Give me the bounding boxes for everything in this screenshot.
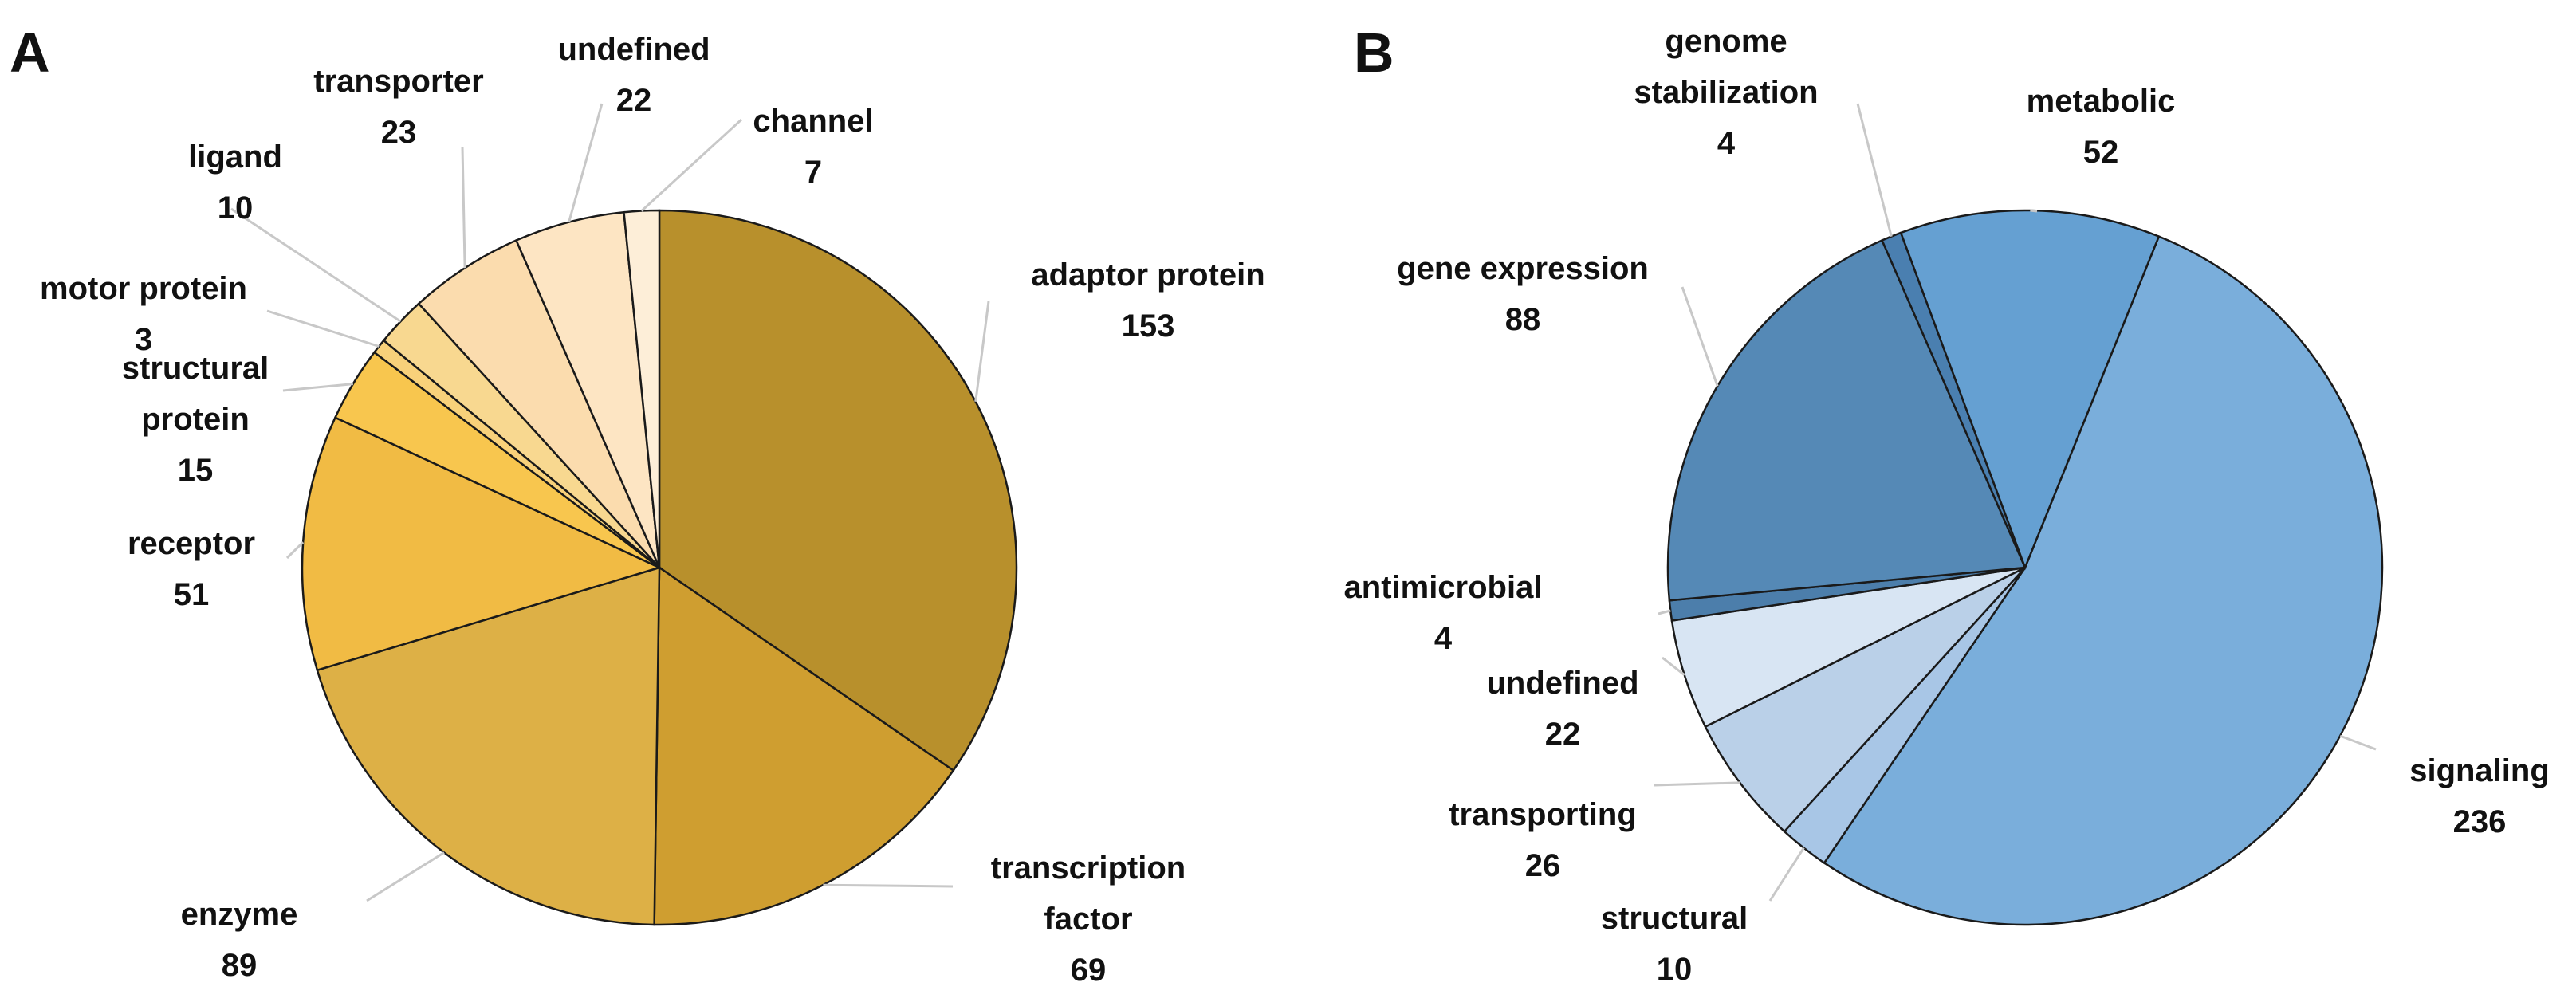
pie-slice-transporter (417, 238, 661, 568)
leader-line-signaling (2339, 734, 2377, 751)
slice-name-label: antimicrobial (1344, 570, 1543, 605)
pie-slice-adaptor-protein (658, 209, 1018, 772)
pie-slice-enzyme (316, 566, 661, 926)
leader-line-motor-protein (266, 309, 380, 348)
pie-chart-b: B signaling 236 structural 10 transporting 26… (1344, 22, 2550, 987)
slice-value-label: 89 (222, 948, 258, 983)
slice-name-label: receptor (128, 526, 255, 561)
slice-label-ligand: ligand 10 (188, 140, 282, 226)
leader-line-gene-expression (1681, 286, 1719, 387)
pie-b-leader-lines (1654, 103, 2377, 902)
slice-value-label: 3 (135, 322, 152, 357)
pie-b-slices (1666, 209, 2384, 926)
slice-value-label: 4 (1717, 126, 1736, 161)
slice-name-label: gene expression (1397, 251, 1649, 286)
slice-label-transporting: transporting 26 (1449, 797, 1637, 883)
slice-name-label: metabolic (2027, 84, 2176, 119)
slice-label-adaptor-protein: adaptor protein 153 (1031, 257, 1264, 344)
slice-value-label: 51 (174, 577, 210, 612)
pie-a-slices (301, 209, 1018, 926)
leader-line-transporting (1654, 781, 1740, 787)
pie-slice-signaling (1823, 234, 2384, 926)
slice-name-label: adaptor protein (1031, 257, 1264, 293)
panel-label-b: B (1354, 22, 1394, 84)
slice-name-label: genome (1665, 24, 1787, 59)
leader-line-transporter (461, 147, 466, 269)
slice-name-label: enzyme (181, 897, 298, 932)
slice-name-label: transporting (1449, 797, 1637, 832)
slice-value-label: 4 (1434, 621, 1453, 656)
slice-name-label: undefined (557, 32, 710, 67)
slice-name-label: motor protein (40, 271, 247, 306)
leader-line-channel (640, 118, 743, 212)
pie-b-labels: signaling 236 structural 10 transporting 26 un… (1344, 24, 2550, 987)
pie-slice-transcription-factor (653, 565, 955, 926)
pie-a-leader-lines (230, 103, 990, 902)
slice-value-label: 153 (1122, 308, 1175, 344)
leader-line-enzyme (366, 851, 445, 902)
slice-name-label: structural (122, 351, 269, 386)
leader-line-antimicrobial (1658, 609, 1671, 615)
slice-label-motor-protein: motor protein 3 (40, 271, 247, 357)
slice-value-label: 7 (804, 155, 822, 190)
leader-line-metabolic (2030, 209, 2038, 213)
leader-line-adaptor-protein (974, 301, 990, 402)
slice-name-label: factor (1044, 902, 1132, 937)
slice-name-label: structural (1601, 901, 1748, 936)
slice-label-signaling: signaling 236 (2409, 753, 2550, 839)
leader-line-undefined (568, 103, 604, 223)
slice-value-label: 22 (1545, 717, 1581, 752)
slice-name-label: protein (141, 402, 250, 437)
slice-value-label: 10 (1657, 952, 1693, 987)
slice-name-label: signaling (2409, 753, 2550, 788)
slice-name-label: channel (753, 104, 873, 139)
slice-name-label: stabilization (1634, 75, 1818, 110)
leader-line-genome-stabilization (1856, 103, 1893, 237)
slice-label-transcription-factor: transcription factor 69 (991, 851, 1186, 988)
slice-label-genome-stabilization: genome stabilization 4 (1634, 24, 1818, 161)
slice-value-label: 236 (2453, 804, 2507, 839)
slice-label-enzyme: enzyme 89 (181, 897, 298, 983)
slice-label-channel: channel 7 (753, 104, 873, 190)
slice-value-label: 88 (1505, 302, 1541, 337)
slice-label-metabolic: metabolic 52 (2027, 84, 2176, 170)
slice-name-label: transporter (313, 64, 483, 99)
slice-value-label: 69 (1071, 953, 1107, 988)
slice-label-gene-expression: gene expression 88 (1397, 251, 1649, 337)
leader-line-structural-protein (282, 383, 353, 392)
slice-label-transporter: transporter 23 (313, 64, 483, 150)
leader-line-ligand (230, 207, 402, 323)
slice-label-undefined: undefined 22 (1486, 666, 1638, 752)
leader-line-structural (1768, 847, 1805, 902)
pie-slice-transporting (1704, 566, 2026, 833)
leader-line-undefined (1662, 656, 1685, 676)
slice-label-antimicrobial: antimicrobial 4 (1344, 570, 1543, 656)
slice-label-undefined: undefined 22 (557, 32, 710, 118)
leader-line-transcription-factor (823, 883, 954, 888)
slice-name-label: undefined (1486, 666, 1638, 701)
slice-value-label: 26 (1525, 848, 1561, 883)
panel-label-a: A (10, 22, 50, 84)
slice-label-structural-protein: structural protein 15 (122, 351, 269, 488)
slice-value-label: 10 (218, 191, 254, 226)
slice-name-label: transcription (991, 851, 1186, 886)
slice-value-label: 22 (616, 83, 652, 118)
slice-label-structural: structural 10 (1601, 901, 1748, 987)
slice-label-receptor: receptor 51 (128, 526, 255, 612)
slice-value-label: 52 (2083, 135, 2119, 170)
slice-name-label: ligand (188, 140, 282, 175)
slice-value-label: 23 (381, 115, 417, 150)
pie-slice-receptor (301, 416, 663, 672)
slice-value-label: 15 (178, 453, 214, 488)
leader-line-receptor (285, 541, 305, 560)
